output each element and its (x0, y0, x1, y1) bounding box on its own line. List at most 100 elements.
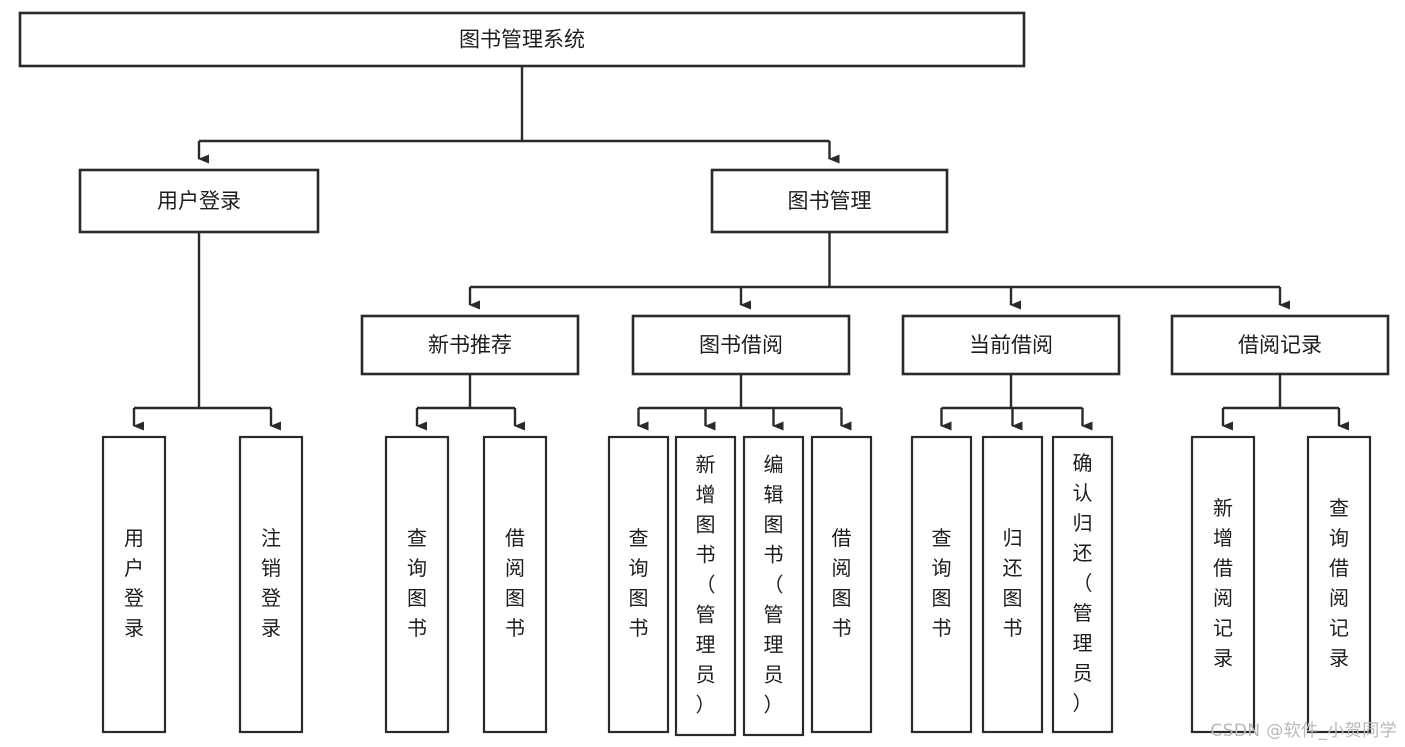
node-label-char: 查 (932, 526, 952, 550)
node-label: 当前借阅 (969, 333, 1053, 357)
node-label-char: 理 (696, 633, 716, 657)
node-box (710, 168, 949, 234)
node-label-char: 管 (1073, 601, 1093, 625)
node-box (674, 435, 737, 737)
node-label-char: 记 (1213, 616, 1233, 640)
node-label-char: 询 (407, 556, 427, 580)
node-box (1190, 435, 1256, 734)
edge-group-root (197, 66, 840, 164)
node-box (18, 11, 1026, 68)
node-label-char: 户 (124, 556, 144, 580)
node-label: 借阅记录 (1238, 333, 1322, 357)
node-box (810, 435, 873, 734)
node-box (910, 435, 973, 734)
node-label-char: 增 (1213, 526, 1233, 550)
node-label-char: ） (696, 693, 716, 717)
node-label-char: 图 (505, 586, 525, 610)
node-label-char: 理 (764, 633, 784, 657)
node-label-char: 书 (696, 543, 716, 567)
edge-group-new-book-rec (415, 374, 525, 431)
node-label-char: 书 (764, 543, 784, 567)
node-label-char: 借 (1329, 556, 1349, 580)
edge-group-book-manage (468, 232, 1290, 310)
node-label-char: 录 (1213, 646, 1233, 670)
node-label-char: 图 (764, 513, 784, 537)
node-label-char: 理 (1073, 631, 1093, 655)
node-label-char: 归 (1003, 526, 1023, 550)
node-label: 新书推荐 (428, 333, 512, 357)
node-borrow-record[interactable]: 借阅记录 (1170, 314, 1390, 376)
edge-group-current-borrow (940, 374, 1093, 431)
node-label-char: 记 (1329, 616, 1349, 640)
edge-group-book-borrow (637, 374, 852, 431)
node-label-char: ） (764, 693, 784, 717)
node-label: 图书管理系统 (459, 28, 585, 52)
node-label-char: 管 (764, 603, 784, 627)
node-label-char: 员 (1073, 661, 1093, 685)
node-label-char: 询 (932, 556, 952, 580)
watermark-text: CSDN @软件_小贺同学 (1210, 721, 1397, 741)
node-label-char: 阅 (505, 556, 525, 580)
node-label-char: 书 (505, 616, 525, 640)
node-box (360, 314, 580, 376)
node-label-char: （ (696, 573, 716, 597)
node-book-manage[interactable]: 图书管理 (710, 168, 949, 234)
node-label-char: 询 (1329, 526, 1349, 550)
node-label-char: 阅 (832, 556, 852, 580)
node-box (238, 435, 304, 734)
node-label-char: 录 (261, 616, 281, 640)
node-label-char: 认 (1073, 481, 1093, 505)
node-box (1170, 314, 1390, 376)
node-label-char: 用 (124, 526, 144, 550)
node-box (1306, 435, 1372, 734)
node-box (742, 435, 805, 737)
node-label-char: 图 (932, 586, 952, 610)
node-label-char: 书 (407, 616, 427, 640)
node-leaf-user-login[interactable]: 用户登录 (101, 435, 167, 734)
node-root[interactable]: 图书管理系统 (18, 11, 1026, 68)
node-label-char: 借 (832, 526, 852, 550)
node-label-char: 阅 (1213, 586, 1233, 610)
node-label-char: 录 (124, 616, 144, 640)
node-label-char: 新 (1213, 496, 1233, 520)
node-label-char: 确 (1073, 451, 1093, 475)
node-label-char: 书 (932, 616, 952, 640)
node-layer: 图书管理系统用户登录图书管理新书推荐图书借阅当前借阅借阅记录用户登录注销登录查询… (18, 11, 1390, 737)
node-box (631, 314, 851, 376)
node-label-char: 借 (505, 526, 525, 550)
node-label: 用户登录 (157, 189, 241, 213)
edge-group-user-login (132, 232, 281, 431)
node-new-book-rec[interactable]: 新书推荐 (360, 314, 580, 376)
node-label-char: 查 (1329, 496, 1349, 520)
node-user-login[interactable]: 用户登录 (78, 168, 320, 234)
node-label: 图书借阅 (699, 333, 783, 357)
node-label-char: 询 (629, 556, 649, 580)
node-label-char: ） (1073, 691, 1093, 715)
node-current-borrow[interactable]: 当前借阅 (901, 314, 1121, 376)
node-label-char: 图 (832, 586, 852, 610)
connector-layer (132, 66, 1349, 431)
node-label-char: 注 (261, 526, 281, 550)
node-label-char: 书 (832, 616, 852, 640)
node-label-char: 辑 (764, 483, 784, 507)
node-book-borrow[interactable]: 图书借阅 (631, 314, 851, 376)
node-label-char: 登 (124, 586, 144, 610)
node-label-char: 新 (696, 453, 716, 477)
node-box (78, 168, 320, 234)
node-label-char: 还 (1073, 541, 1093, 565)
node-label-char: 查 (629, 526, 649, 550)
